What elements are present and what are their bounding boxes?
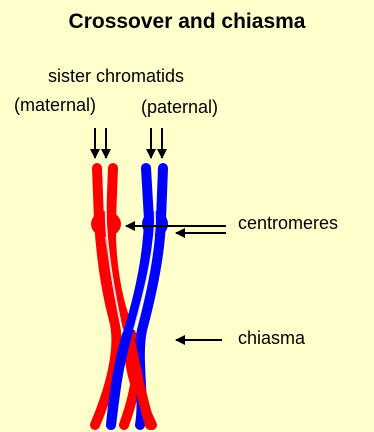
centromere-arrows [126, 226, 226, 233]
sister-chromatid-arrows [95, 128, 162, 158]
